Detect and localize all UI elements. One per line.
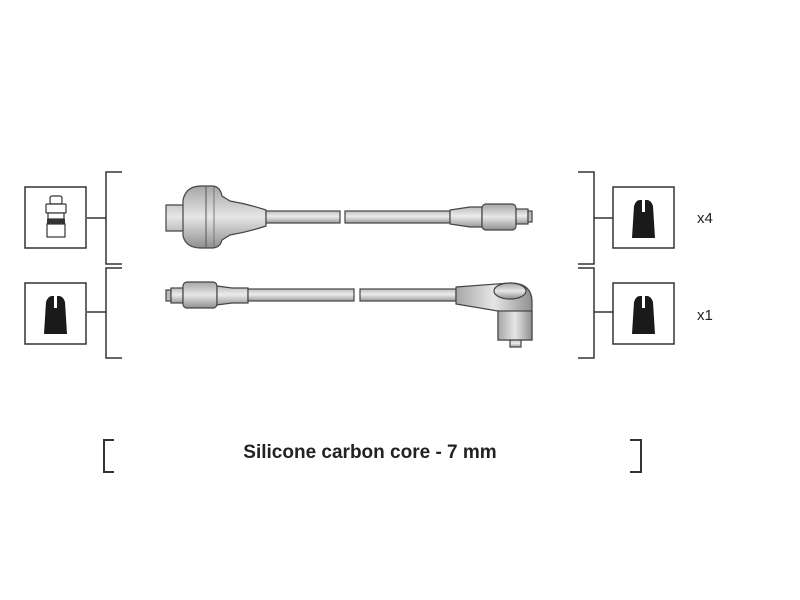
caption-bracket-left — [103, 439, 114, 473]
cable-segment — [265, 210, 341, 224]
spark-plug-terminal-icon — [612, 186, 675, 249]
distributor-terminal-icon — [24, 186, 87, 249]
cable-segment — [247, 288, 355, 302]
bottom-left-bracket — [87, 267, 122, 359]
top-right-bracket — [578, 171, 613, 265]
distributor-boot — [165, 185, 267, 249]
straight-boot — [449, 206, 483, 228]
cable-segment — [344, 210, 451, 224]
bottom-row-quantity: x1 — [697, 307, 713, 324]
bottom-right-bracket — [578, 267, 613, 359]
top-ignition-lead — [165, 185, 533, 249]
bottom-ignition-lead — [165, 281, 533, 348]
top-row-quantity: x4 — [697, 210, 713, 227]
spark-plug-terminal-icon — [24, 282, 87, 345]
core-spec-caption: Silicone carbon core - 7 mm — [243, 442, 497, 463]
top-left-bracket — [87, 171, 122, 265]
caption-bracket-right — [630, 439, 642, 473]
cable-segment — [359, 288, 457, 302]
straight-boot — [182, 281, 218, 309]
spark-plug-terminal-icon — [612, 282, 675, 345]
